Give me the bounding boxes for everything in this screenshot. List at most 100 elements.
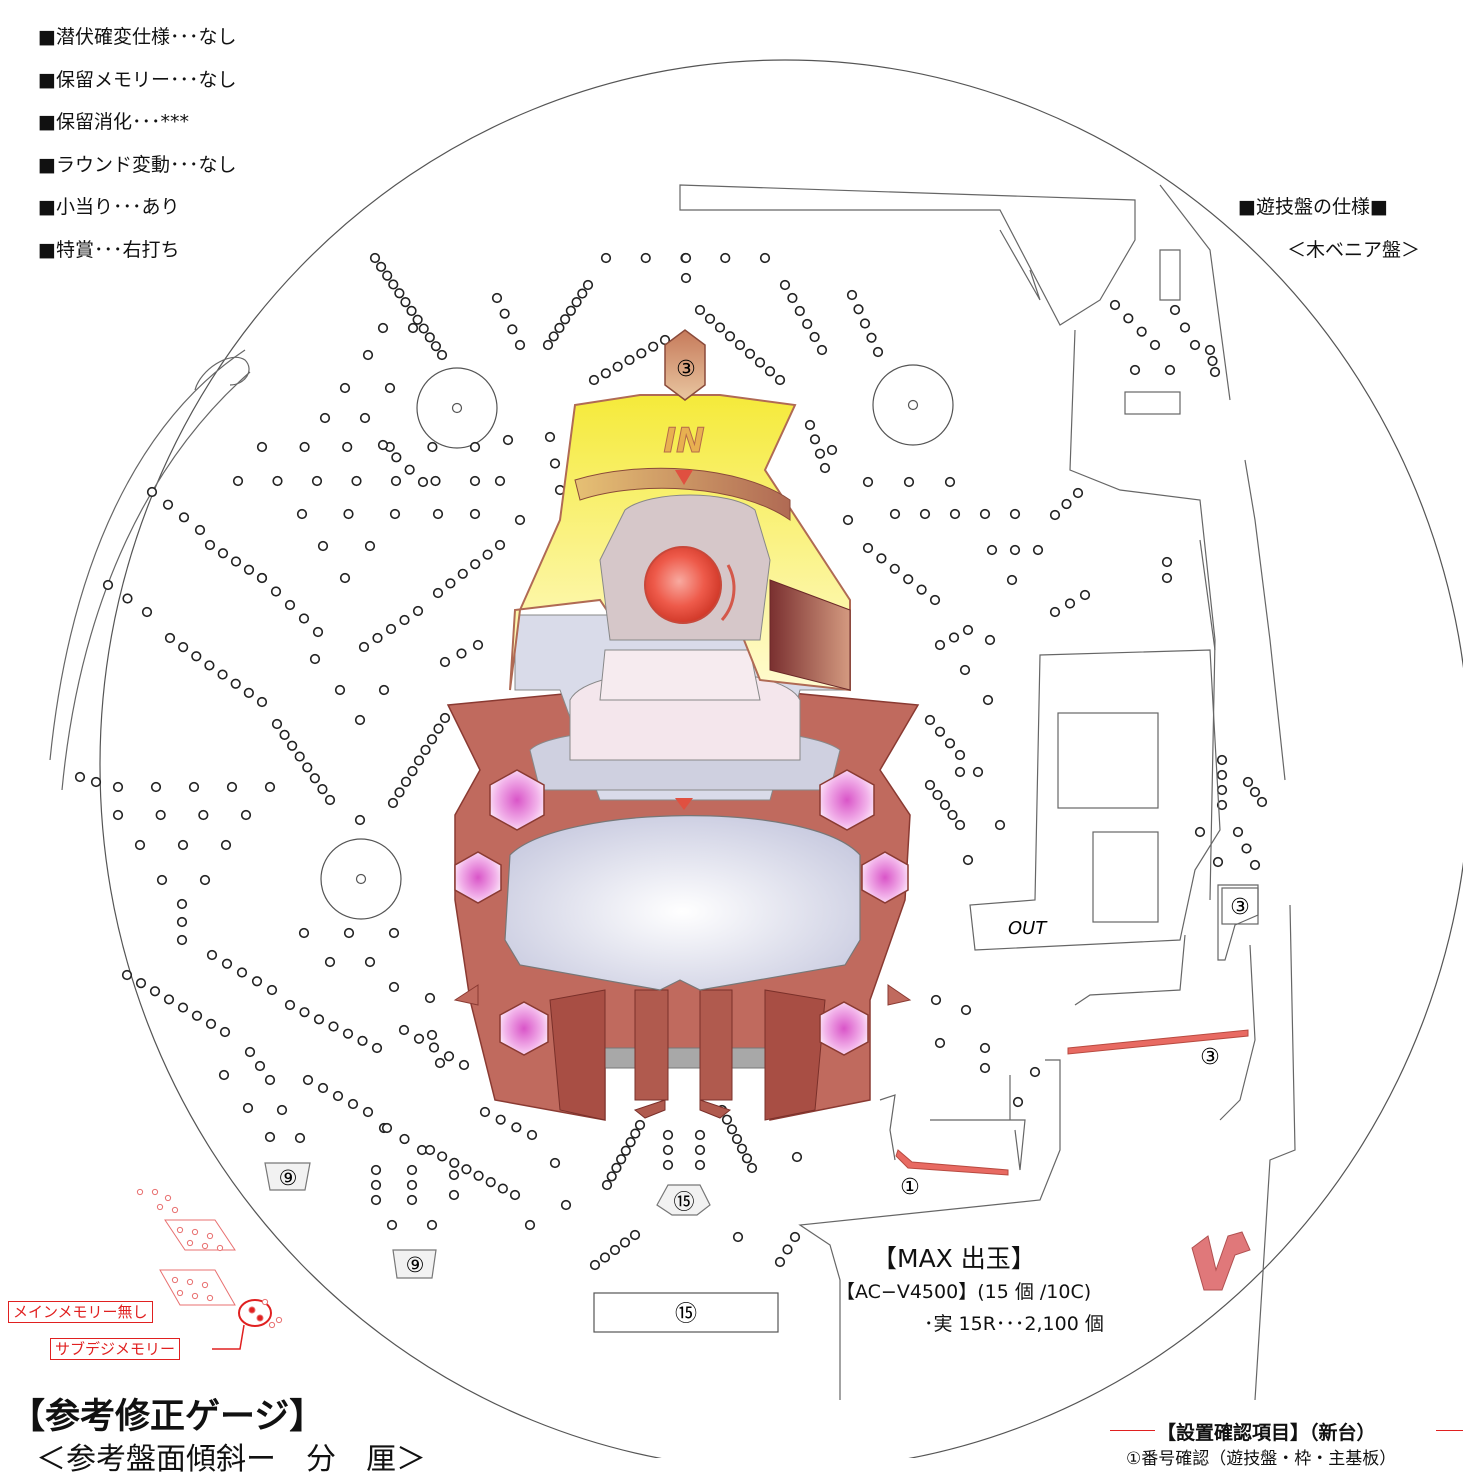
memory-dot — [201, 1242, 209, 1250]
memory-dot — [176, 1289, 184, 1297]
nail-pin — [485, 1177, 496, 1188]
nail-pin — [1161, 572, 1173, 584]
nail-pin — [754, 357, 766, 368]
nail-pin — [934, 726, 946, 737]
nail-pin — [385, 623, 397, 635]
nail-pin — [256, 441, 268, 453]
nail-pin — [334, 684, 346, 696]
nail-pin — [1079, 589, 1091, 601]
nail-pin — [294, 751, 305, 762]
nail-pin — [279, 729, 290, 740]
spec-item: ■保留消化･･･*** — [38, 111, 189, 133]
nail-pin — [704, 313, 716, 324]
nail-pin — [343, 927, 355, 939]
nail-pin — [162, 499, 174, 510]
nail-pin — [386, 1219, 398, 1231]
nail-pin — [1209, 366, 1221, 378]
nail-pin — [1179, 322, 1191, 333]
lcd-area — [504, 815, 861, 991]
memory-illustration — [159, 1219, 272, 1327]
nail-pin — [163, 994, 175, 1005]
nail-pin — [680, 252, 692, 264]
nail-pin — [979, 1042, 991, 1054]
nail-pin — [982, 694, 994, 706]
pocket-15-label: ⑮ — [674, 1190, 695, 1214]
nail-pin — [121, 969, 133, 981]
nail-pin — [428, 1042, 440, 1053]
memory-dot — [191, 1228, 199, 1236]
nail-pin — [929, 594, 941, 606]
nail-pin — [560, 314, 571, 325]
left-rail-inner — [61, 371, 251, 791]
nail-pin — [220, 839, 232, 851]
nail-pin — [412, 314, 423, 325]
nail-pin — [1012, 1096, 1024, 1108]
nail-pin — [469, 441, 481, 453]
pocket-15 — [656, 1184, 711, 1216]
nail-pin — [764, 366, 776, 377]
nail-pin — [298, 927, 310, 939]
nail-pin — [370, 1194, 382, 1206]
nail-pin — [629, 1229, 641, 1241]
nail-pin — [1136, 326, 1147, 337]
nail-pin — [759, 252, 771, 264]
nail-pin — [994, 819, 1006, 831]
nail-pin — [426, 734, 438, 745]
nail-pin — [620, 1145, 631, 1156]
nail-pin — [774, 374, 786, 386]
pocket-9a — [264, 1162, 311, 1191]
nail-pin — [1204, 344, 1216, 356]
nail-pin — [507, 324, 518, 335]
gem-lower-left — [499, 1001, 549, 1056]
nail-pin — [276, 1104, 288, 1116]
nail-pin — [264, 1131, 276, 1143]
nail-pin — [343, 508, 354, 520]
nail-pin — [662, 1129, 674, 1141]
nail-pin — [424, 992, 436, 1004]
nail-pin — [680, 272, 692, 284]
nail-pin — [588, 374, 600, 386]
gem-upper-left — [489, 769, 545, 831]
attacker-3-label: ③ — [1200, 1045, 1220, 1070]
nail-pin — [774, 1256, 786, 1268]
nail-pin — [319, 412, 331, 424]
nail-pin — [354, 714, 366, 726]
nail-pin — [736, 1143, 748, 1154]
nail-pin — [919, 508, 931, 520]
nail-pin — [342, 441, 353, 453]
nail-pin — [370, 1179, 382, 1191]
nail-pin — [1216, 754, 1228, 766]
nail-pin — [789, 1231, 801, 1243]
nail-pin — [312, 626, 324, 638]
nail-pin — [934, 639, 946, 651]
nail-pin — [236, 967, 248, 978]
nail-pin — [1049, 509, 1061, 521]
install-check-item: ①番号確認（遊技盤・枠・主基板） — [1126, 1449, 1397, 1469]
memory-dot — [186, 1239, 194, 1247]
nail-pin — [74, 771, 86, 783]
nail-pin — [714, 322, 726, 333]
nail-pin — [102, 579, 114, 591]
nail-pin — [217, 548, 229, 559]
nail-pin — [164, 632, 176, 644]
nail-pin — [284, 999, 296, 1011]
memory-leader-line — [212, 1324, 245, 1350]
nail-pin — [332, 1090, 344, 1102]
reference-gauge-title: 【参考修正ゲージ】 — [10, 1397, 325, 1437]
nail-pin — [272, 475, 283, 487]
nail-pin — [782, 1244, 793, 1255]
nail-pin — [146, 486, 158, 498]
nail-pin — [724, 331, 736, 342]
nail-pin — [412, 605, 424, 617]
nail-pin — [816, 344, 828, 356]
nail-pin — [287, 740, 298, 751]
nail-pin — [491, 292, 503, 304]
nail-pin — [339, 572, 351, 584]
nail-pin — [176, 916, 188, 928]
nail-pin — [606, 1171, 617, 1182]
in-label: IN — [663, 421, 704, 461]
nail-pin — [177, 839, 189, 851]
nail-pin — [230, 678, 241, 689]
install-rule-right — [1436, 1430, 1463, 1431]
